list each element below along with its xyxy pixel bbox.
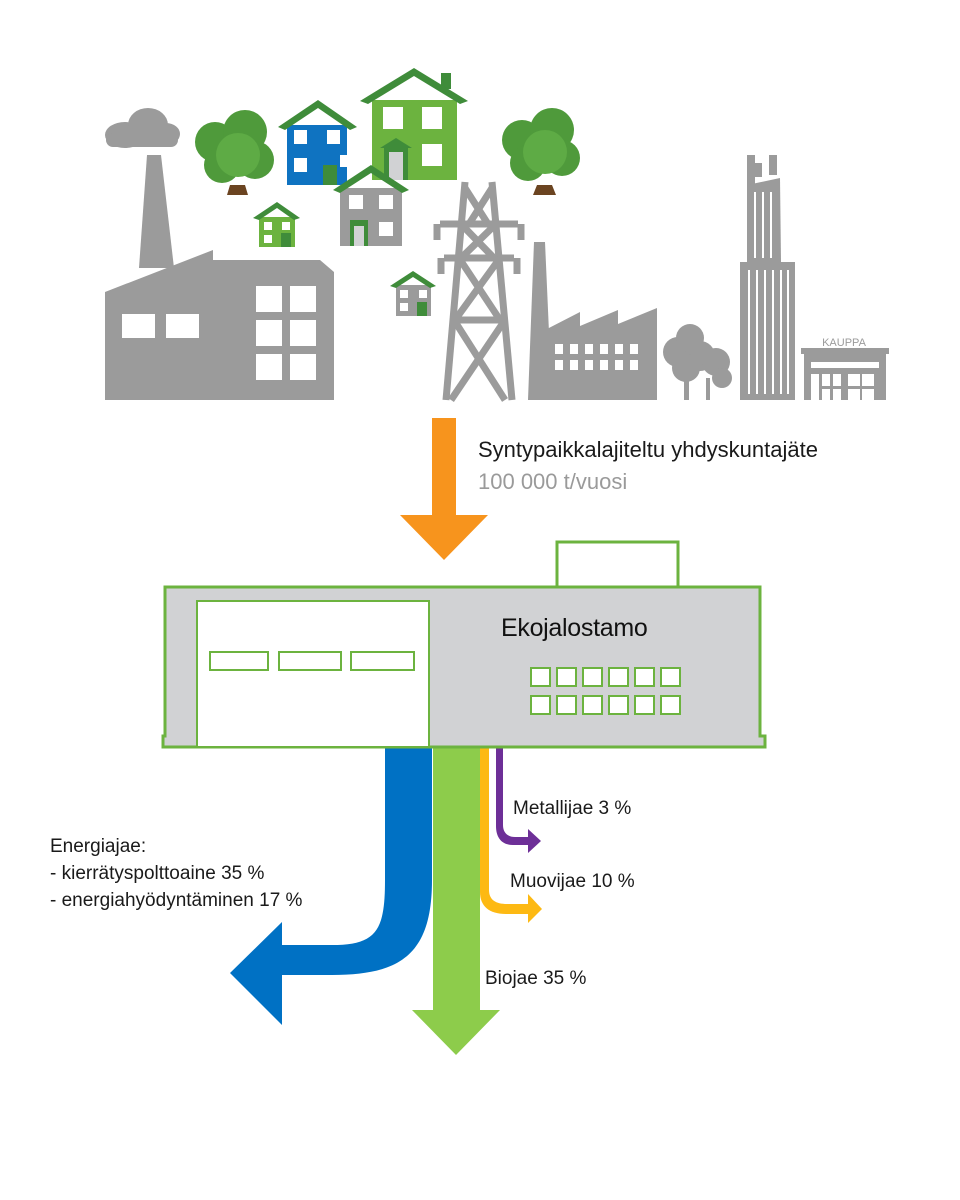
tree-icon — [663, 324, 732, 400]
ecorefinery-building — [161, 540, 767, 749]
skyscraper-icon — [740, 155, 795, 400]
shop-sign: KAUPPA — [822, 337, 866, 349]
smoke-cloud-icon — [105, 108, 180, 148]
energy-fraction-label: Energiajae: - kierrätyspolttoaine 35 % -… — [50, 833, 302, 914]
tree-icon — [195, 110, 274, 195]
factory-icon — [105, 155, 334, 400]
bio-flow-arrow — [412, 745, 500, 1055]
bio-fraction-label: Biojae 35 % — [485, 968, 587, 989]
metal-fraction-label: Metallijae 3 % — [513, 798, 632, 819]
input-waste-amount: 100 000 t/vuosi — [478, 469, 628, 494]
plastic-fraction-label: Muovijae 10 % — [510, 871, 635, 892]
house-icon — [253, 202, 300, 247]
tree-icon — [502, 108, 580, 195]
power-pylon-icon — [433, 181, 525, 402]
plastic-flow-arrow — [480, 745, 542, 923]
energy-fraction-heading: Energiajae: — [50, 836, 147, 857]
house-icon — [333, 165, 409, 246]
output-flows — [230, 745, 542, 1055]
energy-fraction-item: - kierrätyspolttoaine 35 % — [50, 863, 265, 884]
energy-flow-arrow — [230, 745, 432, 1025]
factory-icon — [528, 242, 657, 400]
house-icon — [390, 271, 436, 316]
house-icon — [278, 100, 357, 185]
input-waste-title: Syntypaikkalajiteltu yhdyskuntajäte — [478, 437, 818, 462]
city-skyline: KAUPPA — [105, 68, 889, 402]
input-arrow — [400, 418, 488, 560]
plant-name: Ekojalostamo — [501, 614, 648, 642]
energy-fraction-item: - energiahyödyntäminen 17 % — [50, 890, 303, 911]
house-icon — [360, 68, 468, 180]
metal-flow-arrow — [496, 745, 541, 853]
shop-icon: KAUPPA — [801, 337, 889, 400]
